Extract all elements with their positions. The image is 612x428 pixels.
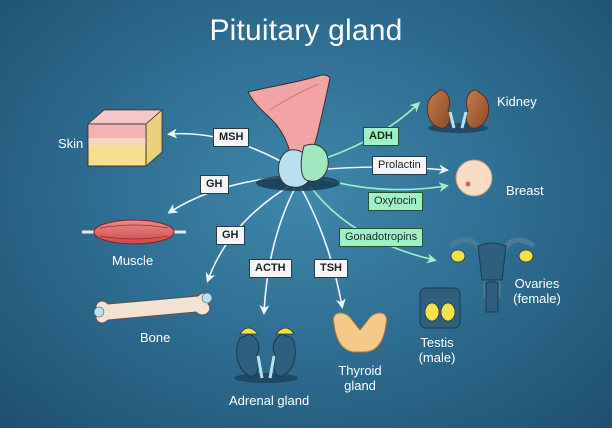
- hormone-tag-oxytocin: Oxytocin: [368, 192, 423, 211]
- breast-label: Breast: [506, 183, 544, 198]
- page-title: Pituitary gland: [209, 14, 403, 47]
- ovaries-illustration: [448, 237, 536, 313]
- ovaries-label-line1: Ovaries: [514, 276, 560, 291]
- skin-illustration: [86, 109, 164, 167]
- hormone-tag-gh-muscle: GH: [200, 175, 229, 194]
- ovaries-label: Ovaries (female): [508, 276, 566, 306]
- arrow-gh-bone: [205, 181, 297, 283]
- breast-illustration: [455, 159, 493, 197]
- testis-illustration: [419, 287, 461, 329]
- muscle-label: Muscle: [112, 253, 154, 268]
- testis-label-line2: (male): [418, 350, 456, 365]
- testis-label-line1: Testis: [420, 335, 454, 350]
- pituitary-gland-illustration: [247, 74, 340, 191]
- adrenal-gland-illustration: [234, 327, 298, 383]
- hormone-tag-msh: MSH: [213, 128, 250, 147]
- skin-label: Skin: [58, 136, 84, 151]
- kidney-illustration: [426, 89, 490, 133]
- thyroid-label-line1: Thyroid: [338, 363, 382, 378]
- kidney-label: Kidney: [497, 94, 537, 109]
- thyroid-label: Thyroid gland: [334, 363, 386, 393]
- ovaries-label-line2: (female): [513, 291, 561, 306]
- bone-illustration: [93, 292, 213, 324]
- arrow-acth: [259, 185, 297, 315]
- hormone-tag-gonadotropins: Gonadotropins: [339, 228, 424, 247]
- hormone-tag-adh: ADH: [363, 127, 399, 146]
- testis-label: Testis (male): [414, 335, 460, 365]
- muscle-illustration: [82, 219, 186, 245]
- adrenal-gland-label: Adrenal gland: [229, 393, 310, 408]
- thyroid-illustration: [332, 312, 388, 353]
- thyroid-label-line2: gland: [344, 378, 376, 393]
- bone-label: Bone: [140, 330, 171, 345]
- hormone-tag-acth: ACTH: [249, 259, 292, 278]
- hormone-tag-gh-bone: GH: [216, 226, 245, 245]
- arrow-tsh: [299, 185, 346, 309]
- hormone-tag-prolactin: Prolactin: [372, 156, 427, 175]
- hormone-tag-tsh: TSH: [314, 259, 348, 278]
